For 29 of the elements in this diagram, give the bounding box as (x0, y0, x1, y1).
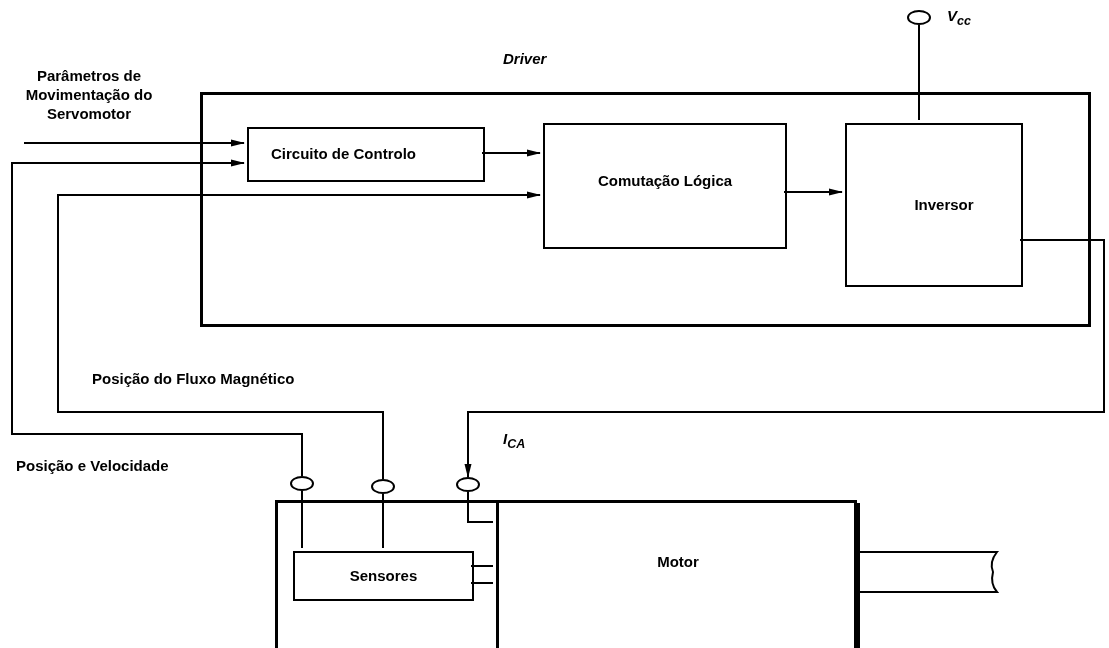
terminal-circle (456, 477, 480, 492)
terminal-circle (290, 476, 314, 491)
block-label: Motor (657, 553, 699, 572)
terminal-circle (371, 479, 395, 494)
connector-line (382, 493, 384, 549)
arrow (57, 191, 541, 480)
block-box (293, 551, 474, 601)
block-label: Comutação Lógica (597, 172, 733, 191)
connector-line (301, 490, 303, 549)
box-heading: Driver (503, 50, 547, 69)
connector-line (470, 565, 494, 567)
arrow (11, 159, 303, 477)
arrow (23, 139, 245, 147)
arrow (464, 239, 1105, 478)
housing-box (275, 500, 857, 648)
connector-line (470, 582, 494, 584)
driver-frame (200, 92, 1091, 327)
terminal-circle (907, 10, 931, 25)
block-box (845, 123, 1023, 287)
connector-line (467, 491, 494, 523)
block-box (247, 127, 485, 182)
block-label: Sensores (349, 566, 418, 586)
arrow (481, 149, 541, 157)
connector-line (918, 24, 920, 121)
block-box (543, 123, 787, 249)
block-label: Circuito de Controlo (271, 145, 416, 164)
block-box (496, 503, 860, 648)
block-label: Inversor (914, 195, 974, 215)
arrow (783, 188, 843, 196)
